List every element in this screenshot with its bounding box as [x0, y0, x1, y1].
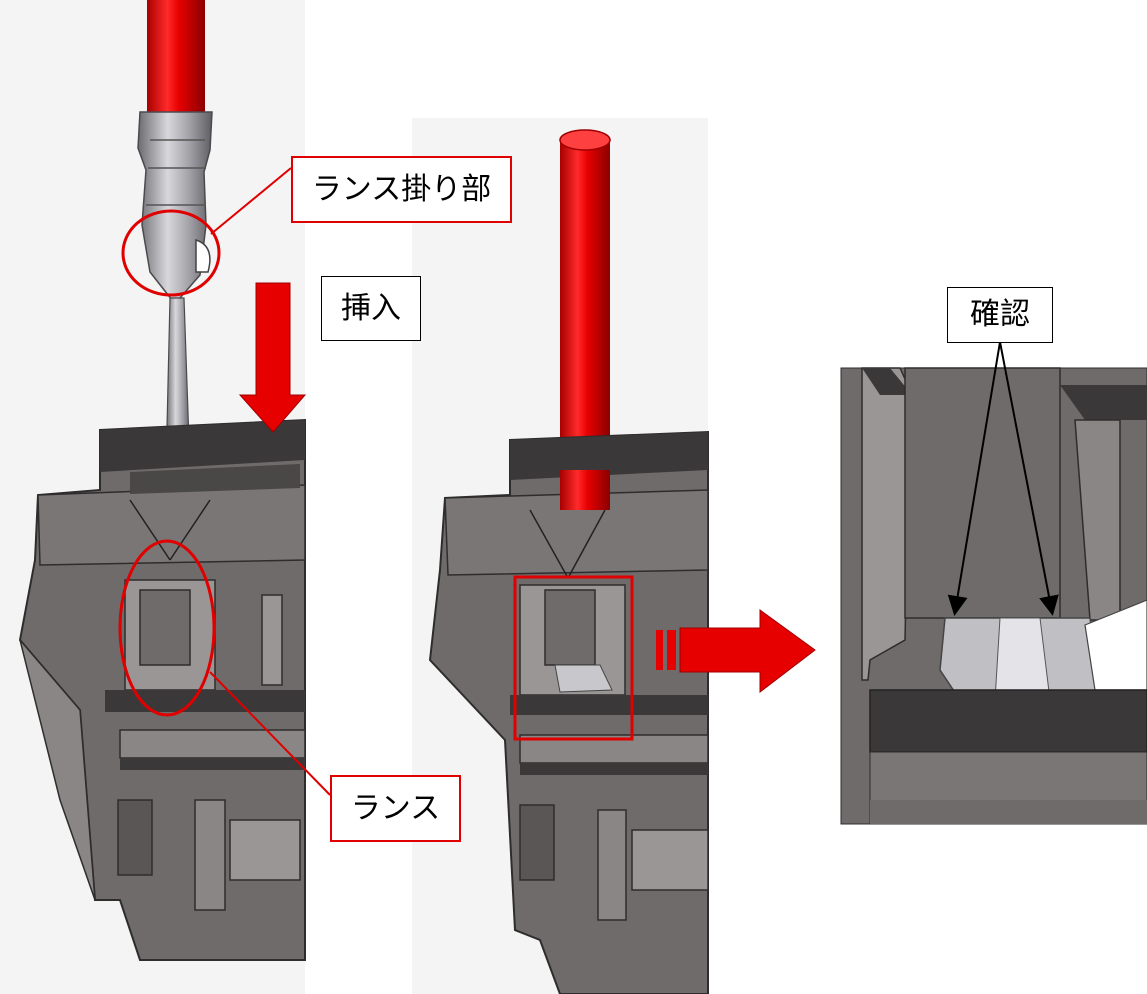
lance-hook-label: ランス掛り部 — [291, 156, 512, 223]
middle-panel — [412, 118, 709, 994]
insert-label: 挿入 — [321, 276, 421, 341]
zoom-panel — [840, 341, 1147, 825]
confirm-label: 確認 — [947, 287, 1053, 343]
lance-highlight — [118, 539, 216, 717]
insert-arrow-icon — [238, 282, 307, 433]
lance-label: ランス — [330, 775, 461, 842]
zoom-arrow-icon — [656, 609, 816, 694]
confirm-pointer-right — [999, 341, 1059, 616]
left-panel — [0, 0, 331, 994]
confirm-pointer-left — [947, 341, 1001, 616]
check-area-highlight — [513, 575, 634, 741]
lance-leader — [209, 671, 331, 796]
wire-left — [147, 0, 205, 120]
lance-hook-highlight — [121, 209, 221, 297]
lance-hook-leader — [210, 167, 292, 235]
housing-middle — [428, 430, 709, 994]
housing-left — [18, 418, 306, 961]
